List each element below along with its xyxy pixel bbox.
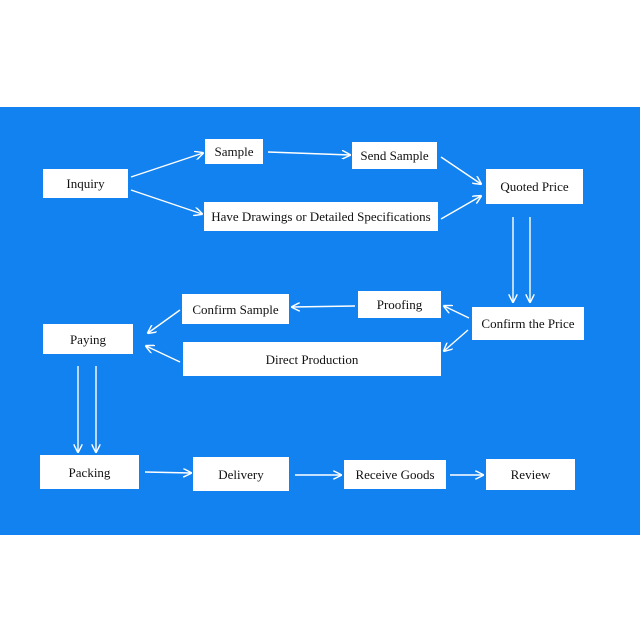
node-proofing: Proofing: [358, 291, 441, 318]
node-confirm-price: Confirm the Price: [472, 307, 584, 340]
node-have-drawings: Have Drawings or Detailed Specifications: [204, 202, 438, 231]
node-quoted-price: Quoted Price: [486, 169, 583, 204]
node-inquiry: Inquiry: [43, 169, 128, 198]
node-packing: Packing: [40, 455, 139, 489]
node-paying: Paying: [43, 324, 133, 354]
node-direct-production: Direct Production: [183, 342, 441, 376]
node-send-sample: Send Sample: [352, 142, 437, 169]
node-review: Review: [486, 459, 575, 490]
node-confirm-sample: Confirm Sample: [182, 294, 289, 324]
node-sample: Sample: [205, 139, 263, 164]
node-receive-goods: Receive Goods: [344, 460, 446, 489]
node-delivery: Delivery: [193, 457, 289, 491]
